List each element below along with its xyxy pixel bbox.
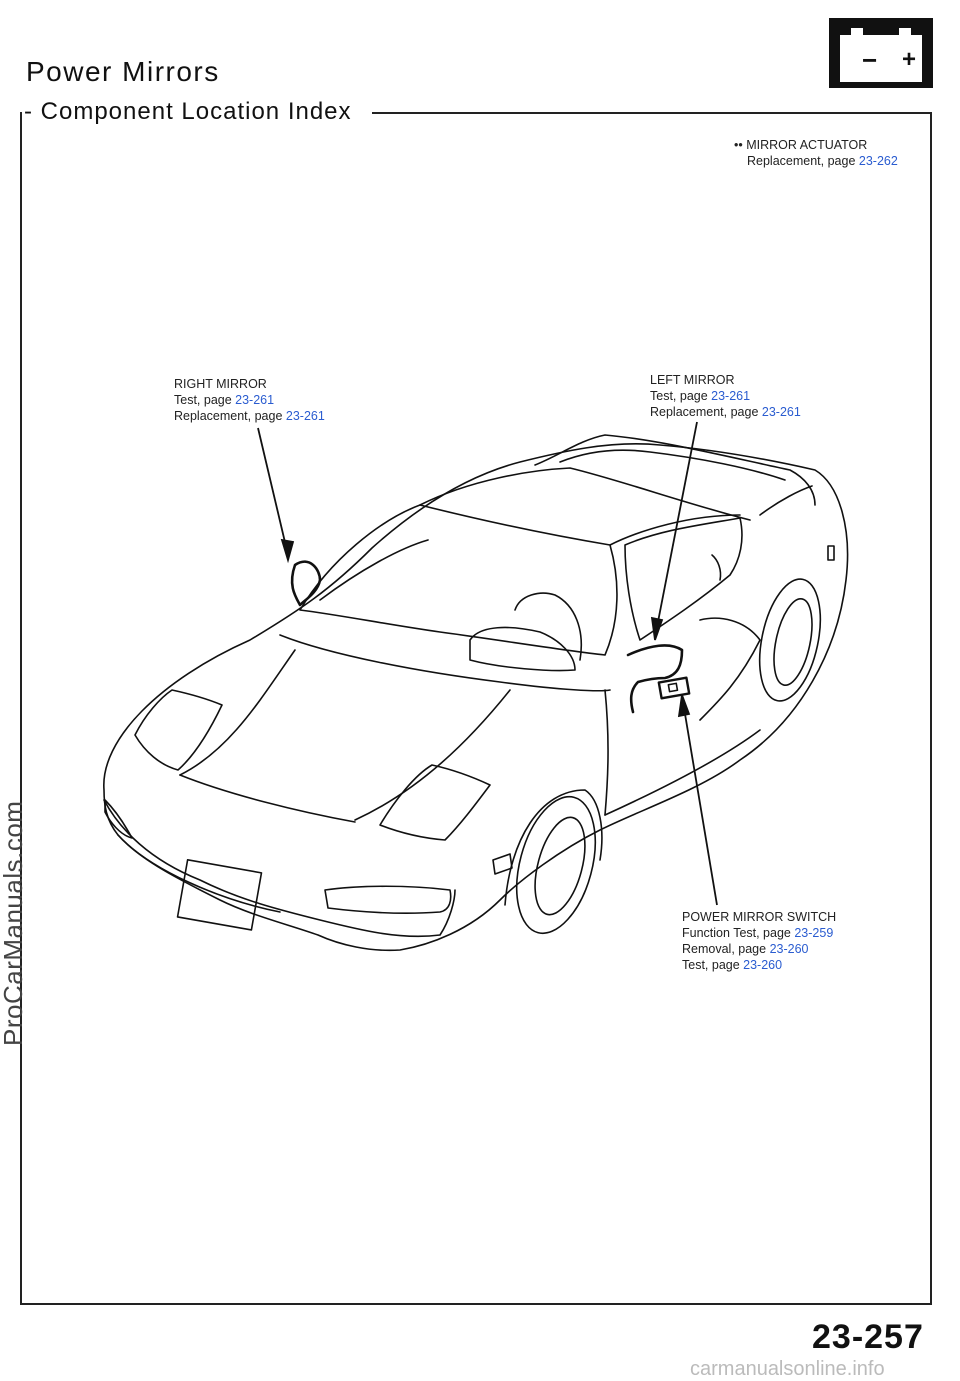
hood-line <box>279 634 611 692</box>
left-mirror-replacement-link[interactable]: 23-261 <box>761 405 801 419</box>
left-mirror-heading: LEFT MIRROR <box>650 373 735 387</box>
battery-plus-sign: + <box>902 46 917 73</box>
left-mirror-test-text: Test, page <box>650 389 712 403</box>
battery-face: − + <box>840 35 922 82</box>
battery-minus-sign: − <box>862 45 878 75</box>
switch-leader <box>682 701 718 906</box>
right-mirror-replacement-link[interactable]: 23-261 <box>285 409 325 423</box>
mirror-actuator-heading: MIRROR ACTUATOR <box>746 138 868 152</box>
left-mirror-arrowhead <box>650 616 664 641</box>
battery-terminal-right <box>899 28 911 36</box>
power-mirror-switch-callout: POWER MIRROR SWITCH Function Test, page … <box>682 909 836 973</box>
door-line <box>604 689 609 816</box>
page-number: 23-257 <box>812 1318 924 1356</box>
power-mirror-switch-button <box>667 682 679 693</box>
door-bottom <box>604 729 761 816</box>
rear-wheel-rim <box>773 598 813 686</box>
seat-headrest-left <box>514 592 582 661</box>
switch-removal-link[interactable]: 23-260 <box>769 942 809 956</box>
license-plate <box>176 859 263 931</box>
footer-watermark: carmanualsonline.info <box>690 1358 885 1380</box>
mirror-actuator-line1-text: Replacement, page <box>747 154 859 168</box>
switch-heading: POWER MIRROR SWITCH <box>682 910 837 924</box>
switch-function-test-text: Function Test, page <box>682 926 795 940</box>
right-mirror-arrowhead <box>280 538 295 564</box>
right-mirror-test-text: Test, page <box>174 393 236 407</box>
right-mirror-replacement-text: Replacement, page <box>174 409 286 423</box>
section-subtitle: - Component Location Index <box>24 98 352 125</box>
right-mirror-shape <box>290 560 322 607</box>
right-headlight <box>379 764 491 841</box>
switch-test-link[interactable]: 23-260 <box>743 958 783 972</box>
bumper-lower <box>117 834 281 913</box>
windshield-inner-line <box>319 539 429 601</box>
mirror-actuator-callout: •• MIRROR ACTUATOR Replacement, page 23-… <box>734 137 898 169</box>
switch-function-test-link[interactable]: 23-259 <box>794 926 834 940</box>
switch-removal-text: Removal, page <box>682 942 770 956</box>
bullet-icon: •• <box>734 138 747 152</box>
right-mirror-heading: RIGHT MIRROR <box>174 377 267 391</box>
roof-line <box>419 467 751 521</box>
rear-wheel <box>758 578 822 702</box>
side-window <box>624 517 743 641</box>
left-mirror-shape <box>626 644 684 714</box>
rear-spoiler <box>534 434 816 506</box>
fog-light-left <box>104 799 133 839</box>
battery-terminal-left <box>851 28 863 36</box>
front-bumper <box>103 799 456 938</box>
switch-arrowhead <box>677 694 691 718</box>
car-body-outline <box>103 443 849 952</box>
side-intake <box>699 617 761 721</box>
power-mirror-switch-shape <box>657 676 691 700</box>
switch-test-text: Test, page <box>682 958 744 972</box>
mirror-actuator-page-link[interactable]: 23-262 <box>858 154 898 168</box>
rear-spoiler-inner <box>559 449 786 481</box>
left-headlight <box>134 689 223 771</box>
front-wheel-arch <box>504 789 603 906</box>
rear-marker <box>827 545 835 561</box>
window-trim <box>711 554 722 581</box>
content-frame <box>20 112 932 1305</box>
right-mirror-test-link[interactable]: 23-261 <box>235 393 275 407</box>
fog-light-right <box>324 885 452 915</box>
front-edge <box>179 774 356 823</box>
hood-center <box>179 649 296 776</box>
front-wheel-rim <box>534 816 586 916</box>
page-title: Power Mirrors <box>26 56 220 87</box>
windshield <box>299 504 618 656</box>
right-mirror-callout: RIGHT MIRROR Test, page 23-261 Replaceme… <box>174 376 325 424</box>
left-mirror-callout: LEFT MIRROR Test, page 23-261 Replacemen… <box>650 372 801 420</box>
battery-icon: − + <box>829 18 933 88</box>
rear-deck <box>759 485 813 516</box>
seat-headrest-right <box>469 626 576 672</box>
front-wheel <box>515 795 597 935</box>
roof-edge <box>609 514 741 546</box>
side-watermark: ProCarManuals.com <box>0 800 28 1046</box>
side-marker <box>492 853 513 875</box>
right-mirror-leader <box>257 427 289 556</box>
hood-right <box>354 689 511 821</box>
left-mirror-leader <box>655 421 698 633</box>
frame-top-rule <box>372 112 932 114</box>
left-mirror-replacement-text: Replacement, page <box>650 405 762 419</box>
left-mirror-test-link[interactable]: 23-261 <box>711 389 751 403</box>
